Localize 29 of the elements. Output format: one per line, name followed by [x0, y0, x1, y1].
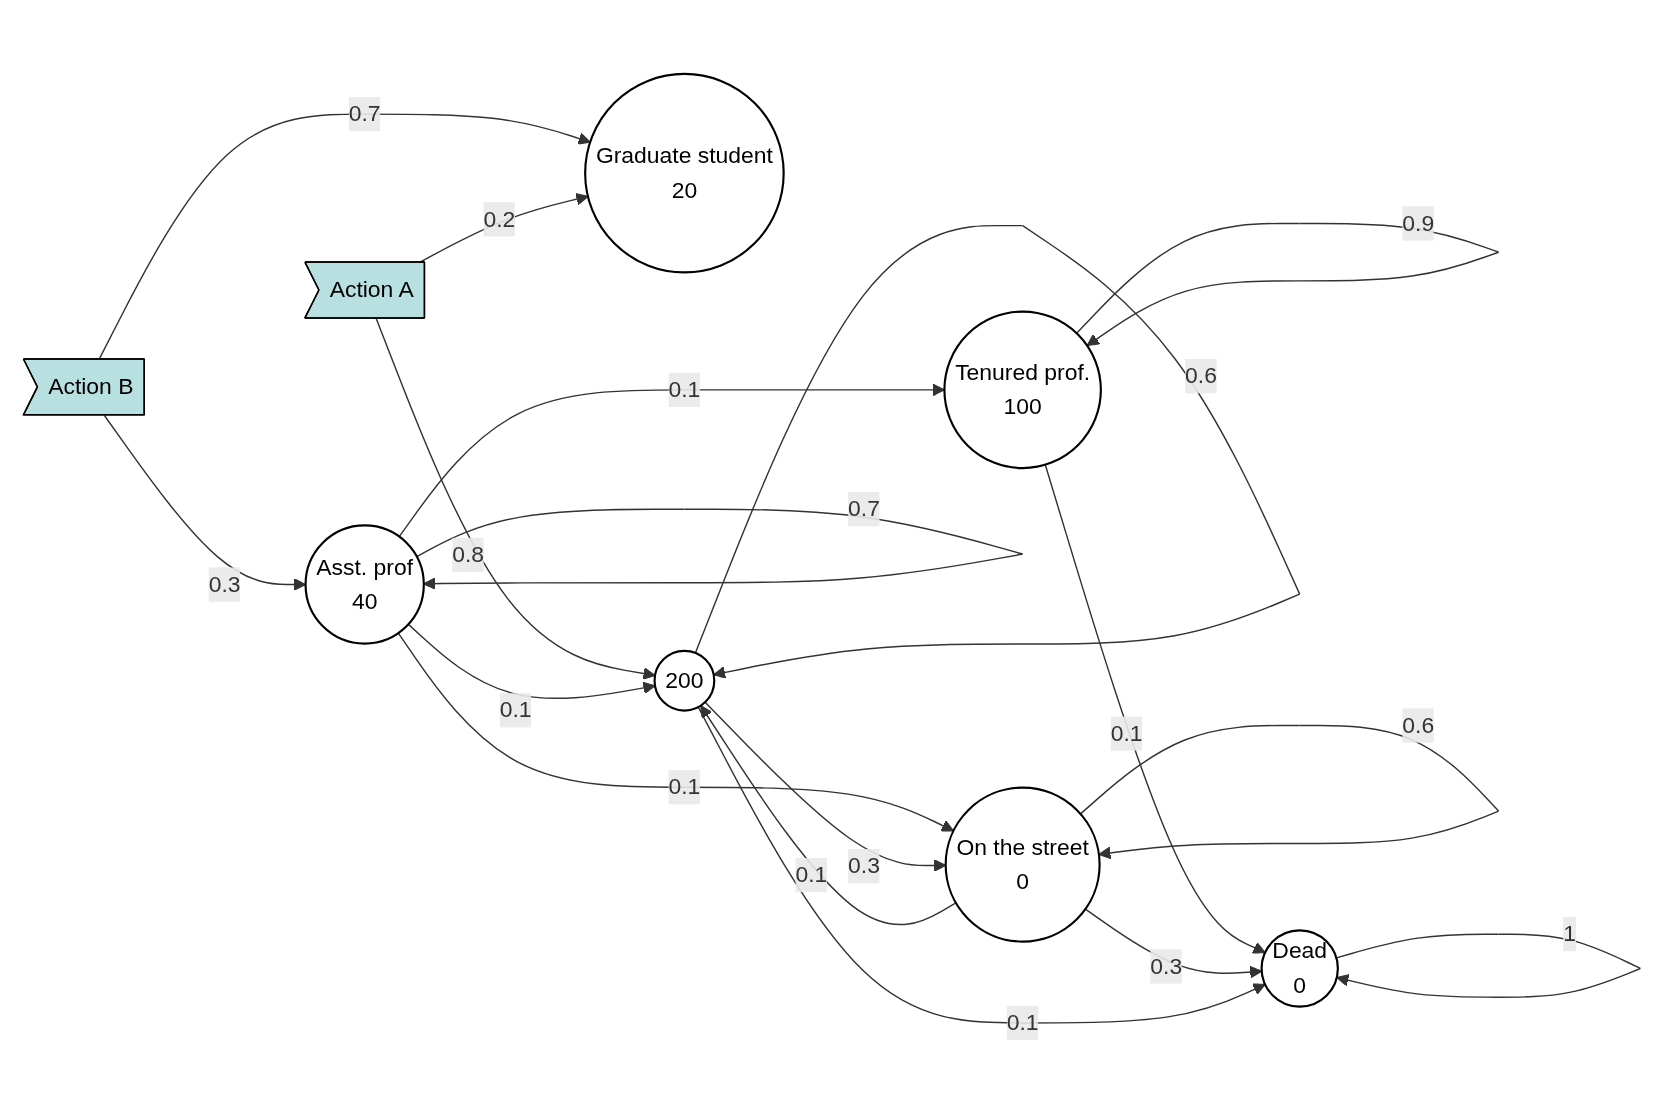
edge-label: 0.1 [499, 696, 532, 722]
node-circle: On the street 0 [944, 786, 1101, 943]
node-circle: Dead 0 [1260, 928, 1339, 1008]
edge-label: 0.6 [1185, 362, 1217, 388]
node-circle: Asst. prof 40 [304, 523, 425, 645]
edge-label: 0.6 [1402, 712, 1435, 737]
edge-label: 0.1 [1006, 1009, 1039, 1034]
edge-label: 0.1 [1110, 720, 1143, 745]
arrow [398, 383, 945, 537]
edge-label: 1 [1563, 920, 1576, 946]
edge-label: 0.1 [795, 861, 828, 887]
edge-label: 0.7 [348, 100, 381, 126]
edge-label: 0.3 [208, 571, 241, 596]
arrow [407, 623, 656, 699]
arrow [397, 631, 955, 832]
edge-label: 0.9 [1402, 210, 1435, 235]
arrow [1044, 463, 1266, 954]
edge-label: 0.1 [668, 773, 701, 799]
arrow [375, 317, 656, 680]
edge-label: 0.7 [848, 495, 880, 521]
edge-label: 0.8 [452, 541, 485, 566]
edge-label: 0.2 [483, 206, 516, 231]
edge-label: 0.3 [1150, 953, 1183, 978]
arrow [700, 704, 957, 925]
edge-label: 0.1 [668, 376, 701, 401]
node-circle: Graduate student 20 [584, 72, 785, 273]
node-circle: Tenured prof. 100 [943, 310, 1102, 469]
node-circle: 200 [653, 649, 716, 712]
edge-label: 0.3 [848, 852, 880, 878]
